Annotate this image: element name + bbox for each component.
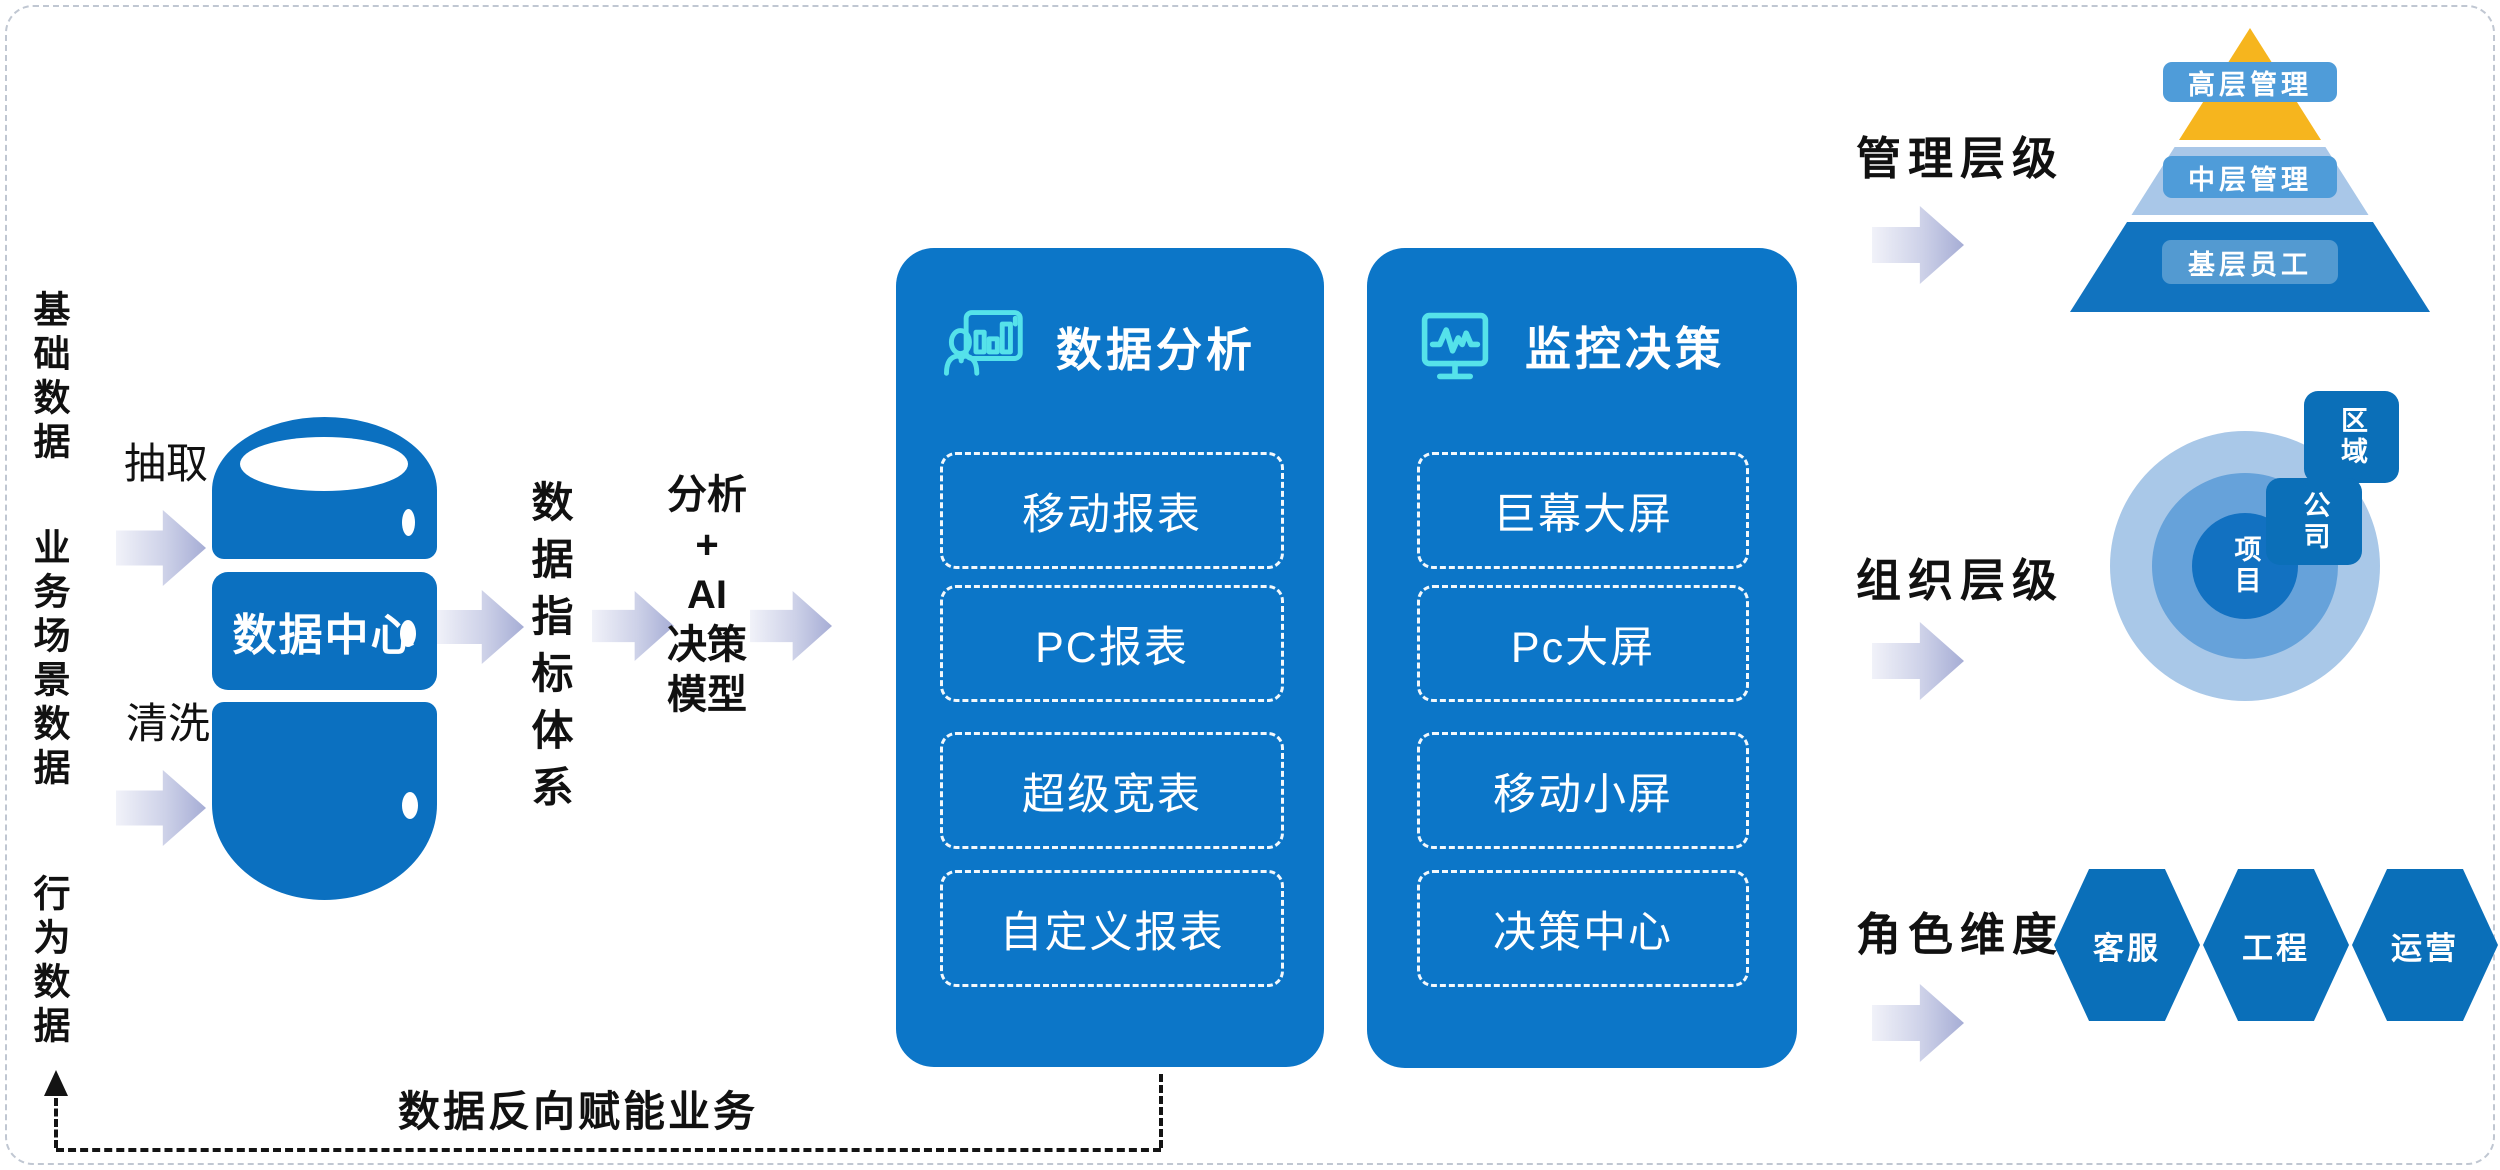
panel-data-analysis: 数据分析 移动报表 PC报表 超级宽表 自定义报表	[896, 248, 1324, 1067]
section-title-management-levels: 管理层级	[1856, 133, 2065, 184]
role-label: 工程	[2242, 930, 2310, 966]
role-hexagon: 工程	[2203, 869, 2349, 1021]
org-tag-label: 公司	[2299, 490, 2330, 553]
feedback-line-horizontal	[56, 1148, 1161, 1152]
extract-label: 抽取	[124, 440, 209, 487]
feedback-line-vertical	[1159, 1074, 1163, 1148]
panel-item: PC报表	[940, 585, 1284, 702]
role-label: 运营	[2391, 930, 2459, 966]
pyramid-level-label: 高层管理	[2163, 62, 2337, 102]
cylinder-top-segment	[212, 417, 437, 559]
role-label: 客服	[2093, 930, 2161, 966]
cylinder-dot	[402, 509, 415, 536]
role-hexagon: 客服	[2054, 869, 2200, 1021]
pyramid-level-label: 中层管理	[2163, 156, 2337, 198]
cylinder-dot	[400, 620, 416, 647]
chart-presenter-icon	[944, 310, 1023, 376]
source-label-behavior-data: 行为数据	[28, 874, 69, 1050]
org-tag-region: 区域	[2304, 391, 2399, 483]
panel-item: 超级宽表	[940, 732, 1284, 849]
panel-item: 自定义报表	[940, 870, 1284, 987]
source-label-basic-data: 基础数据	[28, 290, 69, 466]
page-dashed-border	[5, 5, 2495, 1165]
panel-item: 巨幕大屏	[1417, 452, 1749, 569]
org-tag-label: 区域	[2337, 406, 2367, 468]
cylinder-opening	[240, 437, 408, 491]
role-hexagon: 运营	[2352, 869, 2498, 1021]
index-system-label: 数据指标体系	[526, 480, 573, 822]
ai-model-block: 分析 + AI 决策 模型	[636, 470, 778, 720]
panel-title: 数据分析	[1056, 324, 1256, 376]
panel-item: 移动报表	[940, 452, 1284, 569]
data-center-label: 数据中心	[232, 611, 417, 660]
panel-monitor-decision: 监控决策 巨幕大屏 Pc大屏 移动小屏 决策中心	[1367, 248, 1797, 1068]
section-title-role-dimension: 角色维度	[1856, 909, 2065, 960]
model-line: +	[695, 523, 719, 567]
org-ring-label-project: 项目	[2230, 535, 2261, 597]
cylinder-middle-segment: 数据中心	[212, 572, 437, 690]
model-line: 决策	[667, 623, 747, 667]
monitor-pulse-icon	[1421, 312, 1489, 380]
model-line: 模型	[667, 673, 747, 717]
cylinder-bottom-segment	[212, 702, 437, 900]
feedback-line-stem	[54, 1098, 58, 1148]
org-tag-company: 公司	[2266, 478, 2362, 565]
panel-item: 移动小屏	[1417, 732, 1749, 849]
cylinder-dot	[402, 792, 418, 819]
panel-item: Pc大屏	[1417, 585, 1749, 702]
pyramid-level-label: 基层员工	[2162, 240, 2338, 284]
panel-title: 监控决策	[1525, 323, 1725, 375]
panel-item: 决策中心	[1417, 870, 1749, 987]
pyramid-band-bottom	[2070, 222, 2430, 312]
source-label-business-data: 业务场景数据	[28, 528, 69, 792]
model-line: AI	[687, 573, 727, 617]
section-title-organization-levels: 组织层级	[1856, 555, 2065, 606]
clean-label: 清洗	[126, 700, 211, 747]
model-line: 分析	[667, 473, 747, 517]
feedback-label: 数据反向赋能业务	[398, 1088, 759, 1135]
feedback-arrow-up-icon	[44, 1070, 68, 1096]
panel-header: 数据分析	[896, 248, 1324, 388]
data-center-cylinder: 数据中心	[212, 417, 437, 900]
panel-header: 监控决策	[1367, 248, 1797, 386]
